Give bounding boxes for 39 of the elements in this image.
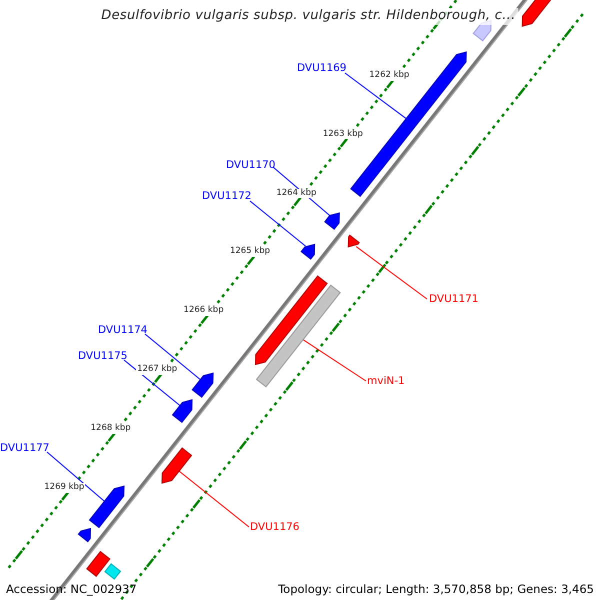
scale-label: 1263 kbp [322,130,364,140]
gene-block [300,244,316,260]
gene-block [161,447,192,484]
gene-label: DVU1177 [0,442,50,454]
leader-line [178,470,250,528]
gene-block [78,528,92,542]
gene-label: DVU1172 [202,190,252,202]
scale-label: 1266 kbp [182,306,225,316]
gene-block [192,372,214,398]
gene-block [88,485,125,528]
gene-label: DVU1174 [98,324,148,336]
gene-block [104,563,122,580]
gene-block [348,234,360,248]
gene-label: DVU1171 [429,293,478,306]
leader-line [344,72,407,120]
scale-label: 1262 kbp [368,70,410,81]
leader-line [356,246,428,300]
gene-label: DVU1170 [226,159,276,172]
gene-block [172,399,193,423]
gene-block [324,212,340,230]
scale-label: 1267 kbp [136,365,178,375]
accession-text: Accession: NC_002937 [6,583,137,596]
scale-label: 1269 kbp [43,482,86,493]
gene-block [254,275,328,366]
scale-label: 1265 kbp [228,247,271,258]
leader-line [46,452,105,502]
leader-line [144,334,201,380]
gene-block [256,284,341,388]
gene-label: DVU1175 [78,350,128,362]
genome-info-text: Topology: circular; Length: 3,570,858 bp; Genes: 3,465 [278,583,594,596]
gene-label: mviN-1 [367,375,405,388]
leader-line [250,200,306,247]
gene-label: DVU1169 [297,62,346,74]
leader-line [302,339,366,382]
gene-block [86,550,110,577]
gene-label: DVU1176 [250,521,300,534]
leader-line [124,360,180,406]
scale-label: 1268 kbp [90,424,132,434]
scale-label: 1264 kbp [275,188,318,198]
